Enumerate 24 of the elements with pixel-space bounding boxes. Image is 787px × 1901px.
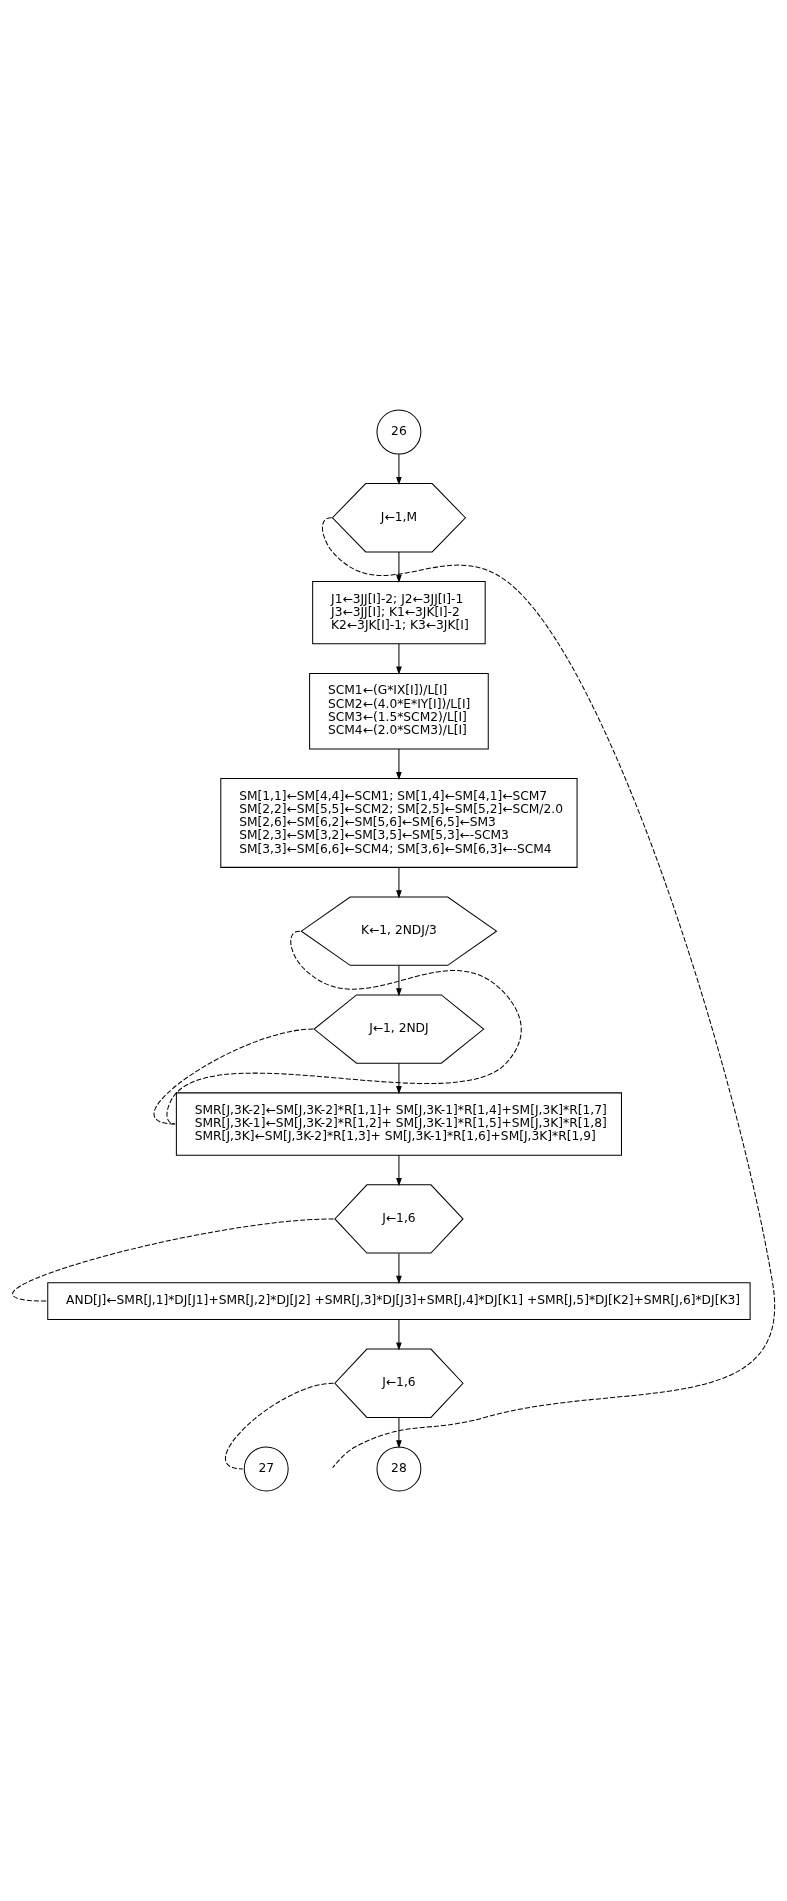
node-circle: 27	[243, 1446, 289, 1492]
arrow	[396, 748, 402, 781]
arrow	[396, 1154, 402, 1187]
arrow	[396, 551, 402, 583]
node-circle: 26	[376, 409, 422, 455]
connector	[12, 1218, 335, 1302]
arrow	[396, 866, 402, 899]
arrow	[396, 964, 402, 997]
connector	[166, 930, 522, 1125]
node-box: SM[1,1]←SM[4,4]←SCM1; SM[1,4]←SM[4,1]←SCM7 SM[2,2]←SM[5,5]←SCM2; SM[2,5]←SM[5,2]←SCM/2.0 SM[2,6]←SM[6,2]←SM[5,6]←SM[6,5]←SM3 SM[2,3]←SM[3,2]←SM[3,5]←SM[5,3]←-SCM3 SM[3,3]←SM[6,6]←SCM4; SM[3,6]←SM[6,3]←-SCM4	[220, 778, 578, 868]
node-box: SMR[J,3K-2]←SM[J,3K-2]*R[1,1]+ SM[J,3K-1]*R[1,4]+SM[J,3K]*R[1,7] SMR[J,3K-1]←SM[J,3K-2]*R[1,2]+ SM[J,3K-1]*R[1,5]+SM[J,3K]*R[1,8] SMR[J,3K]←SM[J,3K-2]*R[1,3]+ SM[J,3K-1]*R[1,6]+SM[J,3K]*R[1,9]	[175, 1092, 622, 1156]
connector	[225, 1382, 335, 1470]
arrow	[396, 1417, 402, 1449]
arrow	[396, 1252, 402, 1284]
node-circle: 28	[376, 1446, 422, 1492]
connector	[154, 1028, 314, 1125]
arrow	[396, 1062, 402, 1095]
node-box: AND[J]←SMR[J,1]*DJ[J1]+SMR[J,2]*DJ[J2] +SMR[J,3]*DJ[J3]+SMR[J,4]*DJ[K1] +SMR[J,5]*DJ[K2]+SMR[J,6]*DJ[K3]	[47, 1282, 751, 1320]
node-box: SCM1←(G*IX[I])/L[I] SCM2←(4.0*E*IY[I])/L[I] SCM3←(1.5*SCM2)/L[I] SCM4←(2.0*SCM3)/L[I]	[309, 672, 489, 750]
arrow	[396, 453, 402, 486]
arrow	[396, 1319, 402, 1351]
connector	[321, 517, 775, 1469]
node-box: J1←3JJ[I]-2; J2←3JJ[I]-1 J3←3JJ[I]; K1←3JK[I]-2 K2←3JK[I]-1; K3←3JK[I]	[312, 581, 486, 645]
arrow	[396, 643, 402, 675]
